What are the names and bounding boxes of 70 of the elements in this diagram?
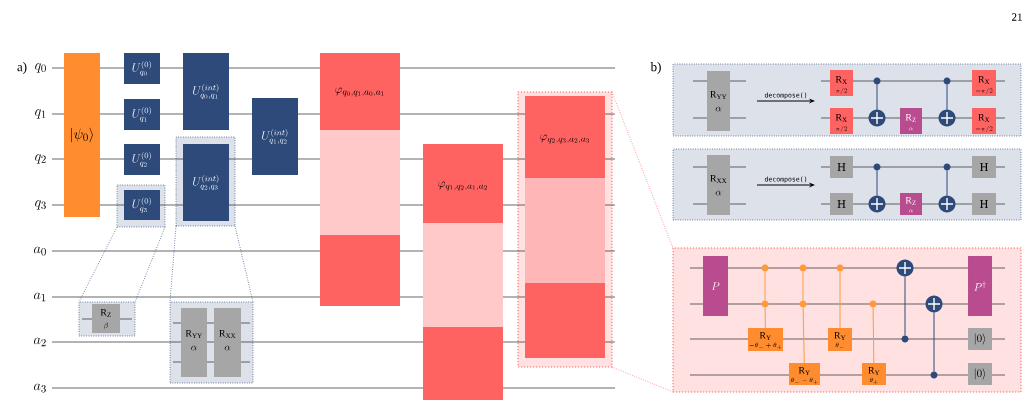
wire-label: $q_2$ — [35, 154, 46, 164]
gate-box: $\mathrm{R}_{\mathrm{X}}$ $\pi/2$ — [830, 70, 853, 96]
control-line — [946, 84, 948, 110]
gate-box: $U^{(0)}_{q_0}$ — [124, 53, 160, 84]
gate-box: $U^{(0)}_{q_2}$ — [124, 144, 160, 175]
leader-line — [169, 225, 177, 303]
gate-box: $\mathrm{R}_{\mathrm{XX}}$ $\alpha$ — [707, 155, 730, 215]
control-line — [764, 307, 766, 329]
gate-box: $\mathrm{R}_{\mathrm{X}}$ $-\pi/2$ — [972, 108, 996, 134]
control-line — [876, 170, 878, 196]
gate-box: $\mathrm{R}_{\mathrm{Z}}$ $\beta$ — [92, 304, 120, 333]
gate-box: $\mathrm{R}_{\mathrm{YY}}$ $\alpha$ — [181, 308, 207, 377]
gate-box: $\mathrm{H}$ — [972, 156, 996, 178]
wire-label: $a_0$ — [34, 246, 46, 256]
gate-box: $\mathrm{R}_{\mathrm{Y}}$ $\theta_{-}$ — [828, 328, 852, 351]
gate-box: $\mathrm{R}_{\mathrm{Z}}$ $\alpha$ — [900, 108, 922, 134]
wire-label: $q_1$ — [35, 109, 46, 119]
gate-box: $\mathrm{R}_{\mathrm{Y}}$ $\theta_{-}-\theta_{+}$ — [789, 363, 820, 385]
control-line — [872, 307, 875, 364]
gate-box: $\mathrm{R}_{\mathrm{X}}$ $\pi/2$ — [830, 108, 853, 134]
cnot-target — [938, 195, 956, 213]
gate-box: $\mathrm{R}_{\mathrm{X}}$ $-\pi/2$ — [972, 70, 996, 96]
cnot-target — [925, 295, 943, 313]
panel-label: a) — [17, 62, 27, 74]
gate-box: $U^{(0)}_{q_1}$ — [124, 99, 160, 130]
gate-box: $U^{(int)}_{q_1,q_2}$ — [252, 98, 298, 175]
gate-box: $\mathrm{H}$ — [830, 193, 853, 215]
gate-box: $\mathrm{R}_{\mathrm{Y}}$ $-\theta_{-}+\theta_{+}$ — [748, 328, 783, 351]
cnot-target — [938, 109, 956, 127]
wire-label: $q_0$ — [35, 63, 46, 73]
page-number: 21 — [1012, 13, 1022, 21]
gate-box: $\varphi_{q_2,q_3,a_2,a_3}$ — [525, 96, 605, 358]
gate-box: $U^{(int)}_{q_0,q_1}$ — [183, 53, 229, 130]
panel-label: b) — [650, 62, 661, 74]
leader-line — [611, 366, 674, 393]
control-line — [946, 170, 948, 196]
cnot-target — [868, 195, 886, 213]
control-line — [933, 312, 935, 372]
gate-box: $\mathrm{R}_{\mathrm{Z}}$ $\alpha$ — [900, 193, 922, 215]
control-line — [802, 271, 804, 301]
leader-line — [611, 91, 674, 249]
control-line — [904, 276, 906, 336]
gate-box: $\mathrm{H}$ — [830, 156, 853, 178]
gate-box: $\mathrm{R}_{\mathrm{Y}}$ $\theta_{+}$ — [862, 363, 886, 385]
gate-box: $\mathrm{R}_{\mathrm{XX}}$ $\alpha$ — [214, 308, 241, 377]
arrow — [756, 99, 815, 103]
gate-box: $\varphi_{q_0,q_1,a_0,a_1}$ — [320, 53, 400, 306]
gate-box: $\varphi_{q_1,q_2,a_1,a_2}$ — [423, 144, 503, 400]
gate-box: $\mathrm{H}$ — [972, 193, 996, 215]
gate-box: $|0\rangle$ — [968, 328, 992, 350]
control-line — [802, 307, 805, 364]
leader-line — [134, 226, 166, 303]
wire-label: $q_3$ — [35, 200, 46, 210]
gate-box: $P^{\dagger}$ — [968, 256, 992, 316]
gate-box: $|0\rangle$ — [968, 363, 992, 385]
wire-label: $a_1$ — [34, 292, 46, 302]
control-line — [839, 271, 841, 329]
cnot-target — [868, 109, 886, 127]
gate-box: $\mathrm{R}_{\mathrm{YY}}$ $\alpha$ — [707, 71, 730, 131]
control-line — [876, 84, 878, 110]
gate-box: $U^{(0)}_{q_3}$ — [124, 190, 160, 220]
cnot-target — [896, 259, 914, 277]
gate-box: $P$ — [703, 256, 728, 316]
gate-box: $|\psi_0\rangle$ — [64, 53, 100, 217]
wire-label: $a_3$ — [34, 383, 46, 393]
wire-label: $a_2$ — [34, 337, 46, 347]
gate-box: $U^{(int)}_{q_2,q_3}$ — [183, 144, 229, 221]
leader-line — [234, 225, 254, 303]
control-line — [764, 271, 766, 301]
arrow — [756, 183, 815, 187]
